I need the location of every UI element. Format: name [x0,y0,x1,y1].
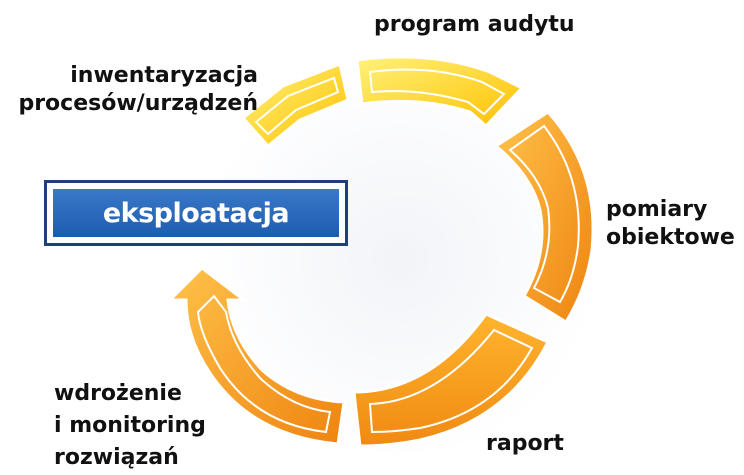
center-box: eksploatacja [44,180,348,246]
label-pomiary-line1: pomiary [606,197,708,222]
label-wdrozenie: wdrożenie i monitoring rozwiązań [54,378,206,474]
label-inwentaryzacja-line2: procesów/urządzeń [18,91,258,116]
label-inwentaryzacja: inwentaryzacja procesów/urządzeń [10,62,258,118]
label-inwentaryzacja-line1: inwentaryzacja [70,63,258,88]
label-pomiary-line2: obiektowe [606,225,735,250]
cycle-segment-raport [352,312,551,448]
center-box-fill: eksploatacja [53,189,339,237]
label-wdrozenie-line1: wdrożenie [54,381,182,406]
label-program-audytu: program audytu [374,11,575,39]
center-box-label: eksploatacja [102,197,290,229]
label-pomiary: pomiary obiektowe [606,196,735,252]
cycle-segment-inwentaryzacja-outline [254,76,340,136]
cycle-segment-wdrozenie-outline [196,294,332,434]
cycle-segment-wdrozenie [166,266,346,446]
label-raport: raport [486,430,564,458]
cycle-segment-raport-outline [368,328,534,434]
cycle-segment-pomiary [493,110,595,325]
label-wdrozenie-line2: i monitoring [54,413,206,438]
label-raport-text: raport [486,431,564,456]
cycle-segment-program-audytu [355,55,525,129]
cycle-segment-inwentaryzacja [240,61,350,149]
cycle-segment-program-audytu-outline [368,68,506,116]
label-program-audytu-text: program audytu [374,12,575,37]
cycle-segment-pomiary-outline [508,124,580,304]
label-wdrozenie-line3: rozwiązań [54,445,179,470]
